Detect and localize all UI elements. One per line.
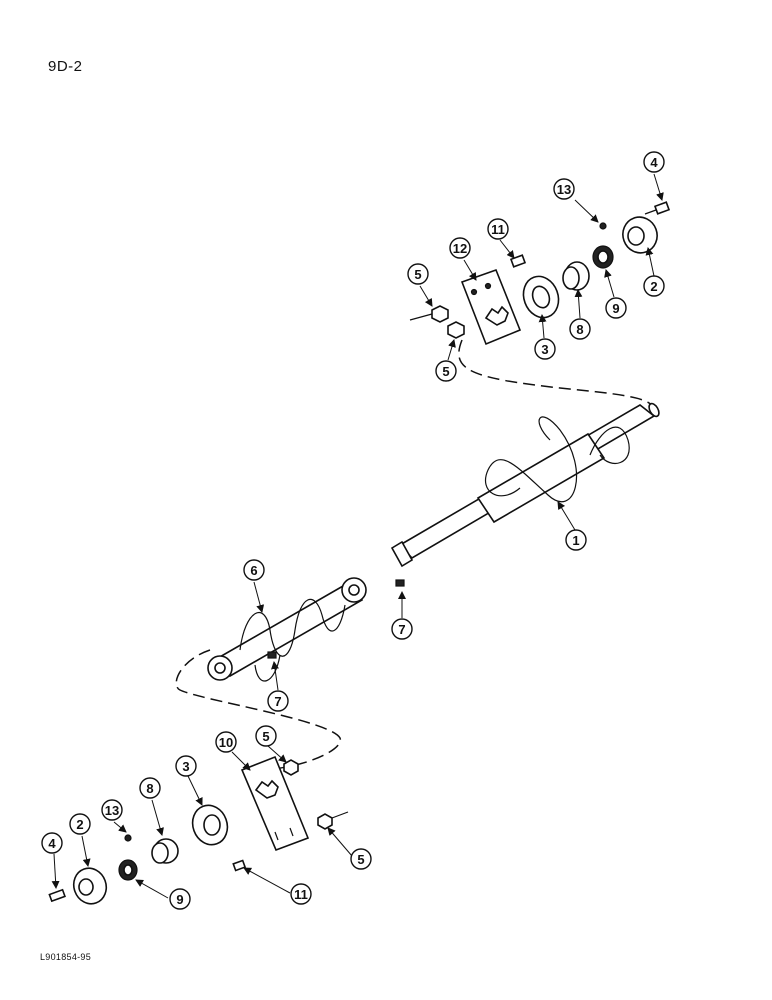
callout-5-lower-a: 5 [255, 725, 277, 747]
callout-2-upper: 2 [643, 275, 665, 297]
svg-text:12: 12 [453, 241, 467, 256]
svg-text:11: 11 [491, 222, 505, 237]
svg-text:9: 9 [612, 301, 619, 316]
callout-7-left: 7 [267, 690, 289, 712]
lower-grease-fitting [124, 834, 132, 842]
upper-nuts [409, 305, 465, 339]
svg-text:5: 5 [414, 267, 421, 282]
upper-auger-flighting [485, 416, 630, 503]
svg-text:9: 9 [176, 892, 183, 907]
callout-4-upper: 4 [643, 151, 665, 173]
upper-bearing-sleeve [562, 261, 590, 291]
svg-text:3: 3 [182, 759, 189, 774]
assembly-path-lower [175, 649, 341, 771]
svg-text:13: 13 [557, 182, 571, 197]
svg-text:4: 4 [650, 155, 658, 170]
callout-1: 1 [565, 529, 587, 551]
callout-12: 12 [449, 237, 471, 259]
callout-7-right: 7 [391, 618, 413, 640]
callout-6: 6 [243, 559, 265, 581]
upper-bracket-plate [460, 268, 522, 346]
svg-text:5: 5 [442, 364, 449, 379]
callout-9-upper: 9 [605, 297, 627, 319]
callout-5-upper-a: 5 [407, 263, 429, 285]
upper-grease-fitting [599, 222, 607, 230]
figure-code: L901854-95 [40, 952, 92, 962]
lower-auger-tube [207, 577, 367, 681]
upper-bearing [592, 245, 614, 269]
callout-8-lower: 8 [139, 777, 161, 799]
upper-flange-bearing-housing [522, 275, 560, 319]
callout-13-upper: 13 [553, 178, 575, 200]
svg-text:2: 2 [76, 817, 83, 832]
upper-outer-flange [622, 216, 658, 254]
svg-text:7: 7 [398, 622, 405, 637]
callout-10: 10 [215, 731, 237, 753]
leader-lines [51, 173, 664, 899]
svg-text:10: 10 [219, 735, 233, 750]
callout-5-upper-b: 5 [435, 360, 457, 382]
lower-flange-bearing-housing [191, 804, 229, 846]
svg-text:4: 4 [48, 836, 56, 851]
lower-carriage-bolt [48, 888, 66, 903]
auger-shaft [390, 402, 660, 568]
lower-outer-flange [72, 867, 108, 905]
svg-text:13: 13 [105, 803, 119, 818]
svg-text:8: 8 [146, 781, 153, 796]
callout-8-upper: 8 [569, 318, 591, 340]
svg-text:5: 5 [357, 852, 364, 867]
callout-11-lower: 11 [290, 883, 312, 905]
callout-2-lower: 2 [69, 813, 91, 835]
callout-11-upper: 11 [487, 218, 509, 240]
lower-bracket-plate [240, 755, 310, 852]
callout-3-upper: 3 [534, 338, 556, 360]
svg-text:7: 7 [274, 694, 281, 709]
svg-text:8: 8 [576, 322, 583, 337]
assembly-path-upper [458, 339, 654, 413]
lower-bearing-sleeve [151, 838, 179, 864]
lower-bearing [118, 859, 138, 881]
callout-5-lower-b: 5 [350, 848, 372, 870]
callout-4-lower: 4 [41, 832, 63, 854]
svg-text:3: 3 [541, 342, 548, 357]
page-number: 9D-2 [48, 58, 83, 75]
callout-3-lower: 3 [175, 755, 197, 777]
svg-text:2: 2 [650, 279, 657, 294]
lower-nuts-bolts [232, 759, 349, 872]
callout-9-lower: 9 [169, 888, 191, 910]
svg-text:1: 1 [572, 533, 579, 548]
callout-13-lower: 13 [101, 799, 123, 821]
lower-set-screws [267, 579, 405, 659]
svg-text:5: 5 [262, 729, 269, 744]
svg-text:6: 6 [250, 563, 257, 578]
upper-carriage-bolt [644, 201, 671, 215]
svg-text:11: 11 [294, 887, 308, 902]
